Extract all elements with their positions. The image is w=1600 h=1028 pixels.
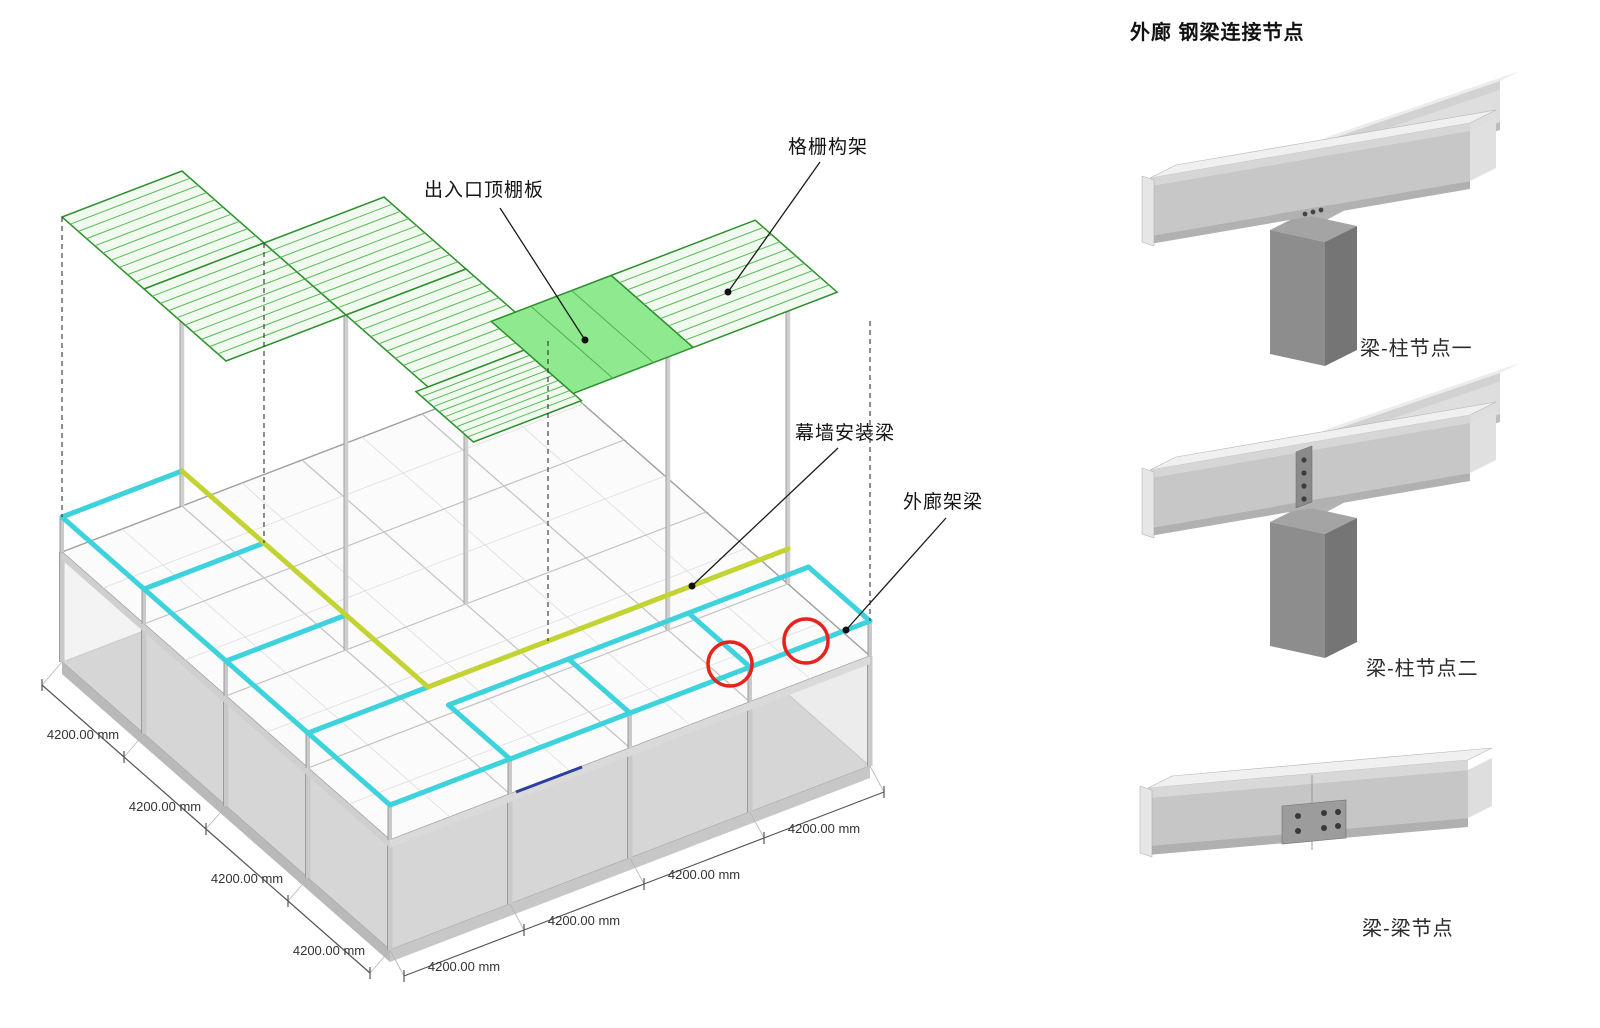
connection-highlight-circle	[782, 617, 830, 665]
caption-beam-column-node-1: 梁-柱节点一	[1360, 338, 1473, 360]
dimension-label: 4200.00 mm	[667, 867, 741, 882]
corridor-beams-cyan	[59, 468, 873, 808]
detail-beam-column-node-2	[1141, 363, 1520, 658]
dimension-label: 4200.00 mm	[787, 821, 861, 836]
dimension-label: 4200.00 mm	[292, 943, 366, 958]
dimension-label: 4200.00 mm	[46, 727, 120, 742]
canopy-panels	[60, 170, 839, 443]
details-title: 外廊 钢梁连接节点	[1130, 22, 1305, 44]
structure-exploded-iso-view	[41, 161, 947, 982]
label-entrance-canopy-panel: 出入口顶棚板	[424, 180, 545, 201]
connection-highlight-circle	[706, 640, 754, 688]
callout-leaders	[499, 161, 947, 634]
dimension-label: 4200.00 mm	[128, 799, 202, 814]
label-curtain-wall-beam: 幕墙安装梁	[795, 423, 896, 444]
dimension-label: 4200.00 mm	[427, 959, 501, 974]
caption-beam-beam-node: 梁-梁节点	[1362, 918, 1454, 940]
joint-detail-illustrations	[1139, 71, 1520, 858]
label-corridor-beam: 外廊架梁	[903, 492, 984, 513]
dimension-label: 4200.00 mm	[547, 913, 621, 928]
label-lattice-frame: 格栅构架	[788, 137, 869, 158]
caption-beam-column-node-2: 梁-柱节点二	[1366, 658, 1479, 680]
misc-blue-beam	[515, 765, 583, 794]
highlight-circles	[706, 617, 830, 688]
detail-beam-beam-node	[1139, 747, 1493, 858]
dimension-label: 4200.00 mm	[210, 871, 284, 886]
dimension-chains	[41, 661, 885, 982]
curtain-wall-beams-yellow	[179, 468, 791, 690]
projection-dashed-lines	[61, 217, 871, 641]
detail-beam-column-node-1	[1141, 71, 1520, 366]
